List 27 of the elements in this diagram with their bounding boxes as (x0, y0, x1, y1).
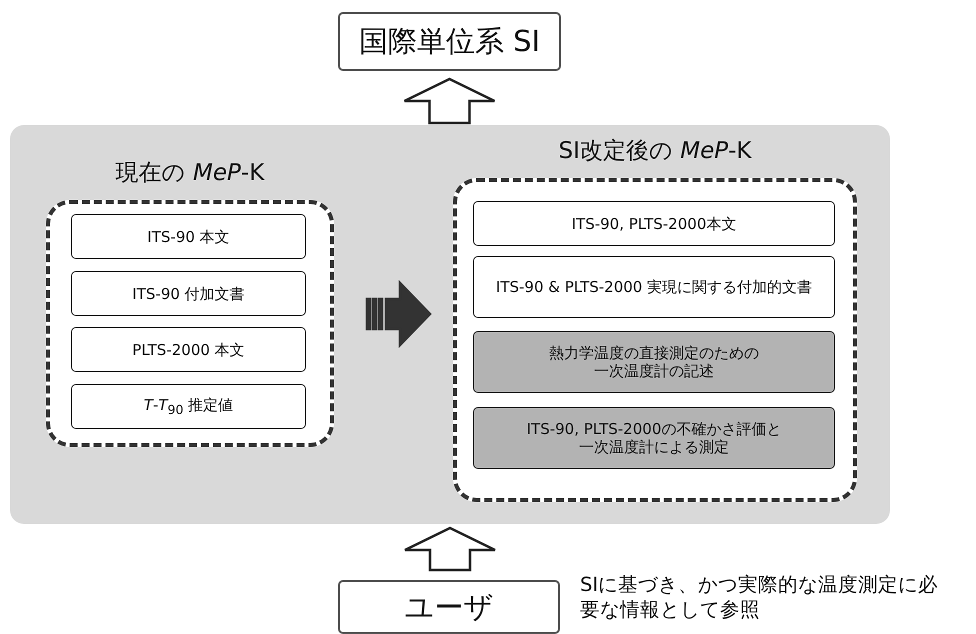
box-text: ITS-90 付加文書 (131, 284, 246, 302)
panel-background (10, 125, 890, 524)
box-text: ITS-90 本文 (146, 228, 231, 246)
group-heading: SI改定後の MeP-K (558, 137, 753, 166)
box-text: PLTS-2000 本文 (131, 340, 246, 358)
note-text: SIに基づき、かつ実際的な温度測定に必要な情報として参照 (580, 572, 940, 623)
content-box (473, 256, 835, 318)
block-arrow (404, 526, 496, 572)
group-heading: 現在の MeP-K (114, 159, 266, 188)
label-box (338, 580, 560, 634)
box-text: T-T$_{90}$ 推定値 (142, 396, 234, 417)
box-text: ITS-90, PLTS-2000の不確かさ評価と一次温度計による測定 (526, 420, 782, 456)
content-box (473, 407, 835, 469)
content-box (71, 327, 306, 372)
content-box (473, 201, 835, 246)
box-text: 熱力学温度の直接測定のための一次温度計の記述 (548, 344, 760, 380)
content-box (71, 271, 306, 316)
box-text: ITS-90 & PLTS-2000 実現に関する付加的文書 (494, 278, 814, 296)
content-box (71, 384, 306, 429)
box-text: ITS-90, PLTS-2000本文 (570, 214, 738, 232)
block-arrow (403, 78, 496, 124)
content-box (473, 331, 835, 393)
box-text: 国際単位系 SI (358, 24, 542, 59)
box-text: ユーザ (404, 590, 494, 624)
label-box (338, 12, 561, 71)
block-arrow (366, 280, 432, 348)
content-box (71, 214, 306, 259)
